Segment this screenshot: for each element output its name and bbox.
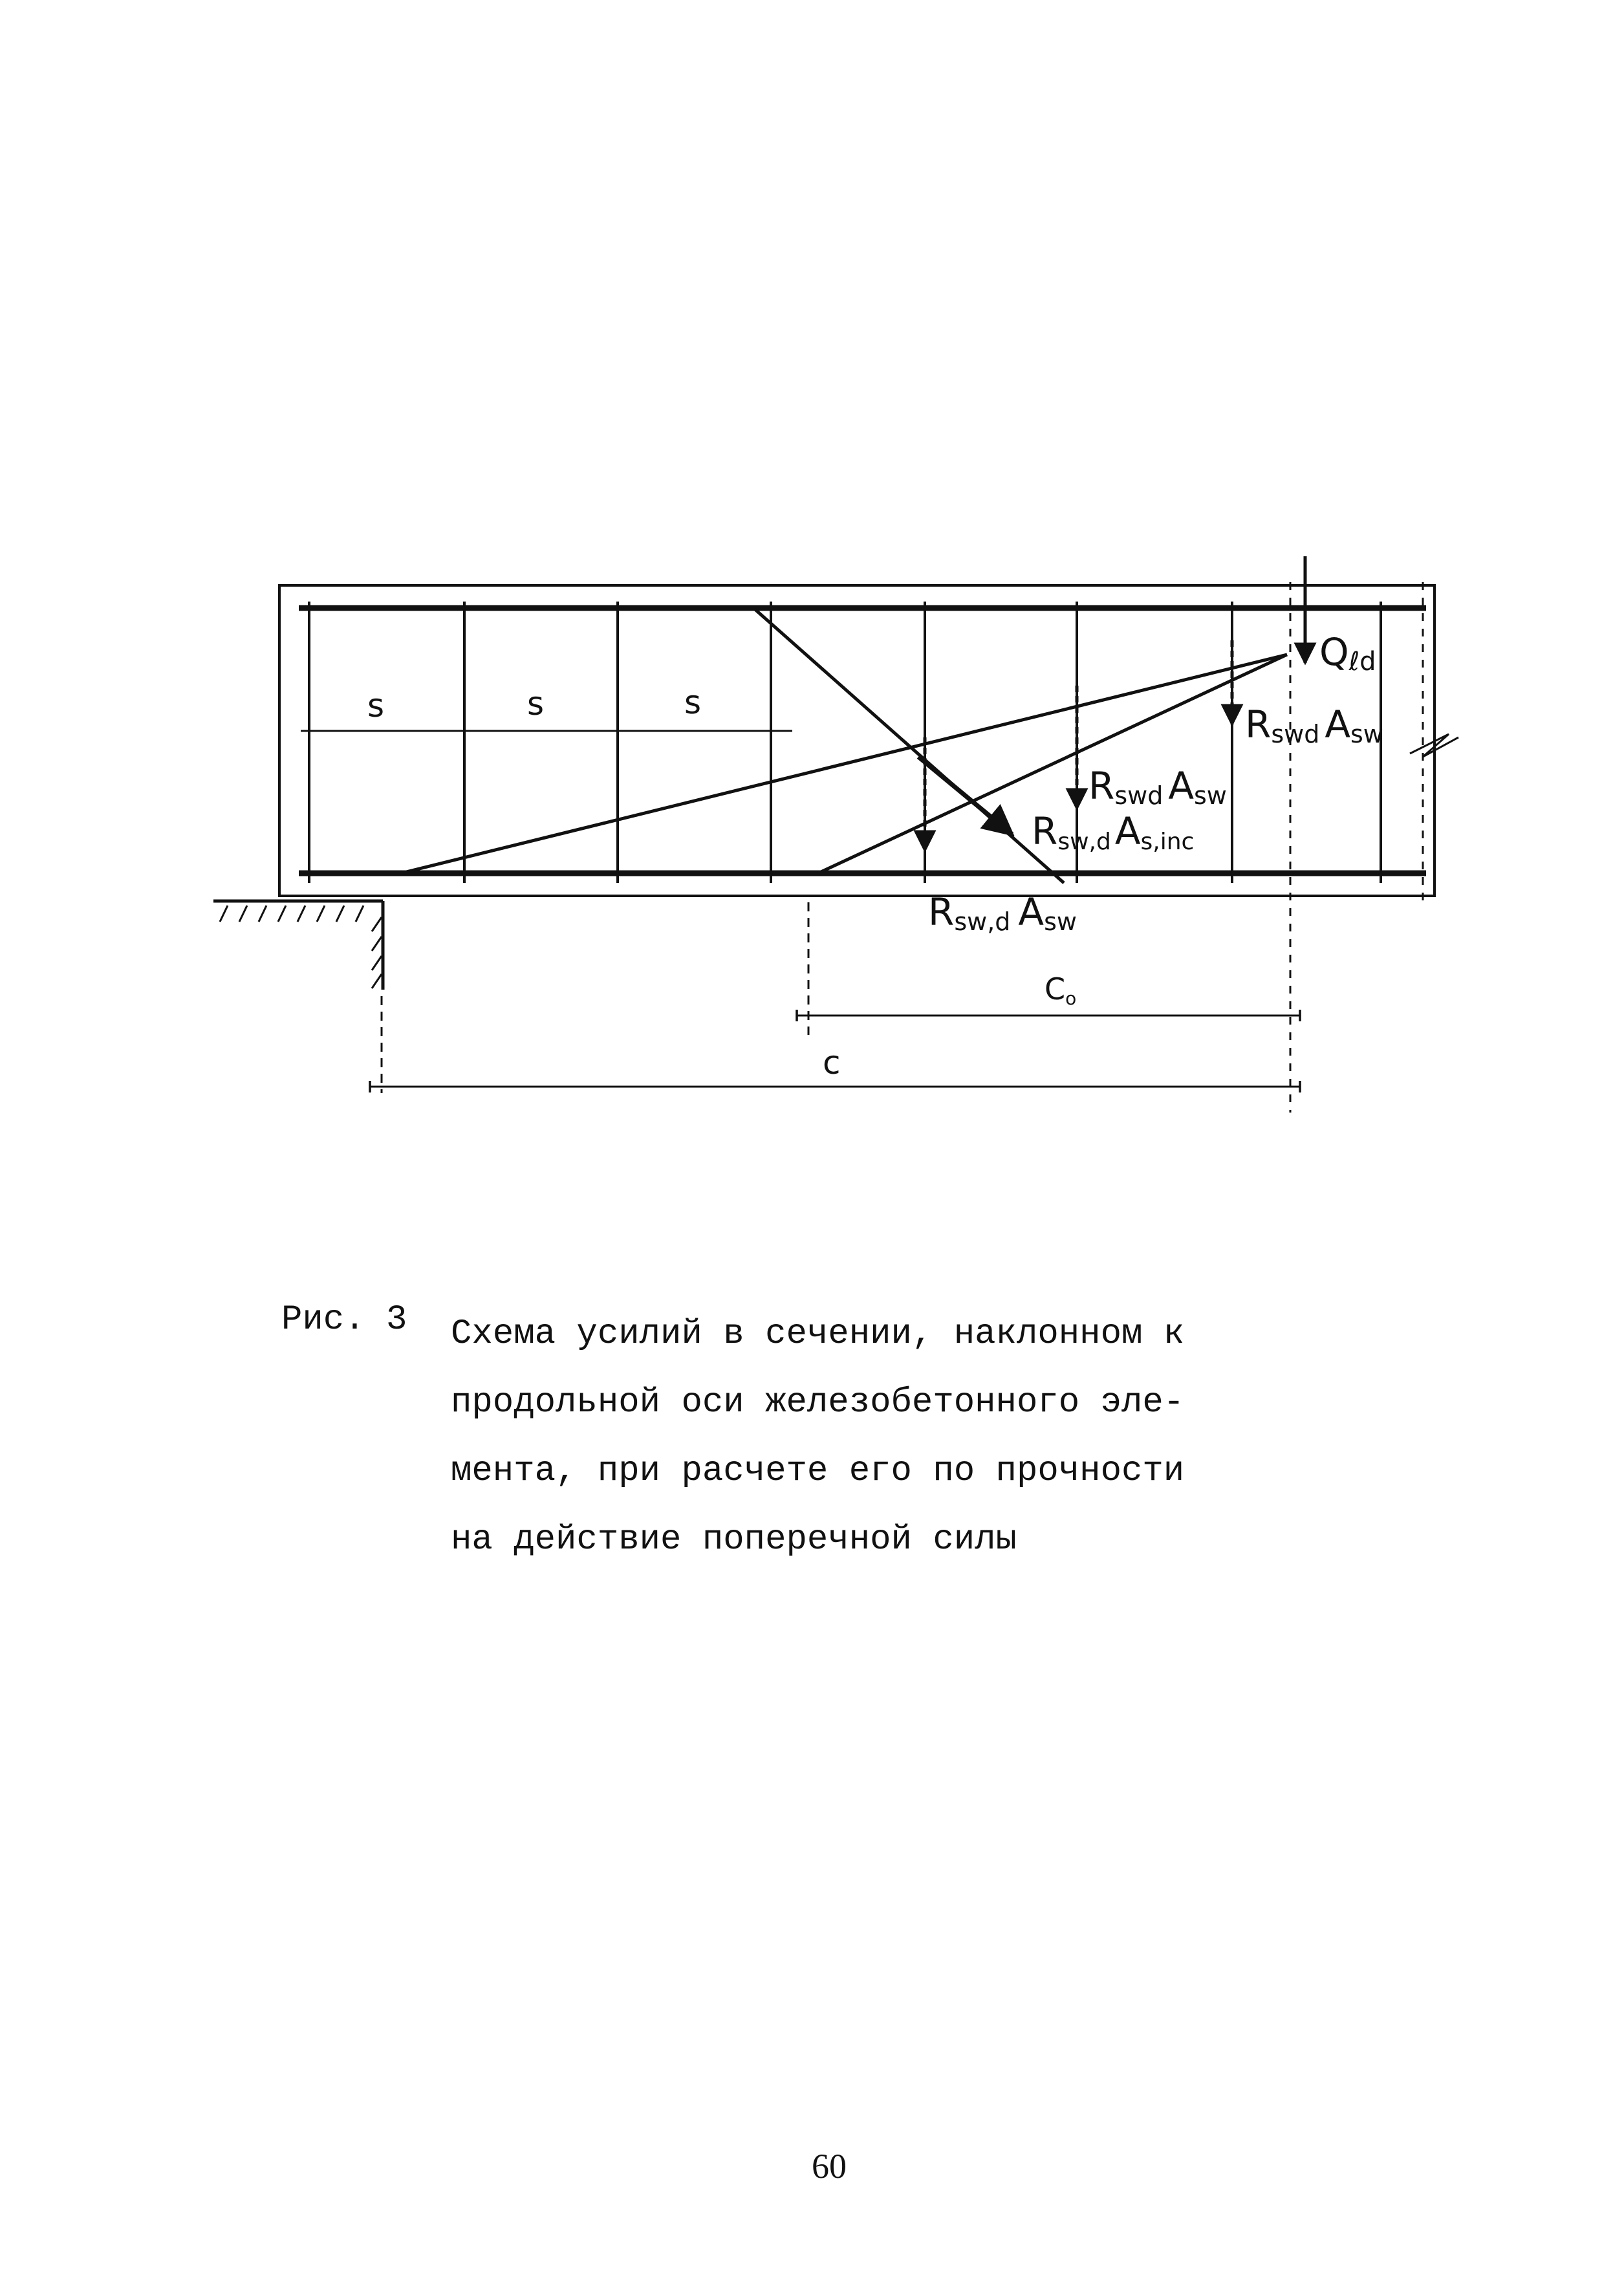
spacing-label-3: s bbox=[684, 684, 701, 721]
section-end-dashes bbox=[1289, 582, 1424, 1113]
caption-text: Схема усилий в сечении, наклонном к прод… bbox=[451, 1300, 1184, 1574]
caption-line: мента, при расчете его по прочности bbox=[451, 1451, 1185, 1491]
figure-number: Рис. 3 bbox=[281, 1300, 407, 1340]
dimension-extension-lines bbox=[380, 902, 810, 1093]
inclined-force-arrow bbox=[916, 755, 1015, 837]
stirrup-force-arrows bbox=[913, 556, 1317, 853]
break-line-symbol bbox=[1409, 733, 1459, 758]
caption-line: Схема усилий в сечении, наклонном к bbox=[451, 1314, 1185, 1354]
support-hatching bbox=[219, 905, 383, 989]
stirrups bbox=[308, 602, 1382, 883]
spacing-ticks bbox=[308, 721, 772, 741]
caption-line: на действие поперечной силы bbox=[451, 1520, 1017, 1559]
dimension-c0-label: Co bbox=[1045, 972, 1076, 1009]
inclined-bent-bar bbox=[752, 607, 1065, 884]
caption-line: продольной оси железобетонного эле- bbox=[451, 1383, 1185, 1422]
spacing-label-1: s bbox=[367, 687, 384, 724]
shear-force-label: Qℓd bbox=[1319, 630, 1376, 677]
spacing-label-2: s bbox=[527, 685, 544, 723]
inclined-section-short bbox=[817, 653, 1288, 875]
dimension-c-label: c bbox=[823, 1044, 841, 1081]
page-number: 60 bbox=[812, 2147, 847, 2186]
inclined-section-long bbox=[400, 653, 1288, 875]
